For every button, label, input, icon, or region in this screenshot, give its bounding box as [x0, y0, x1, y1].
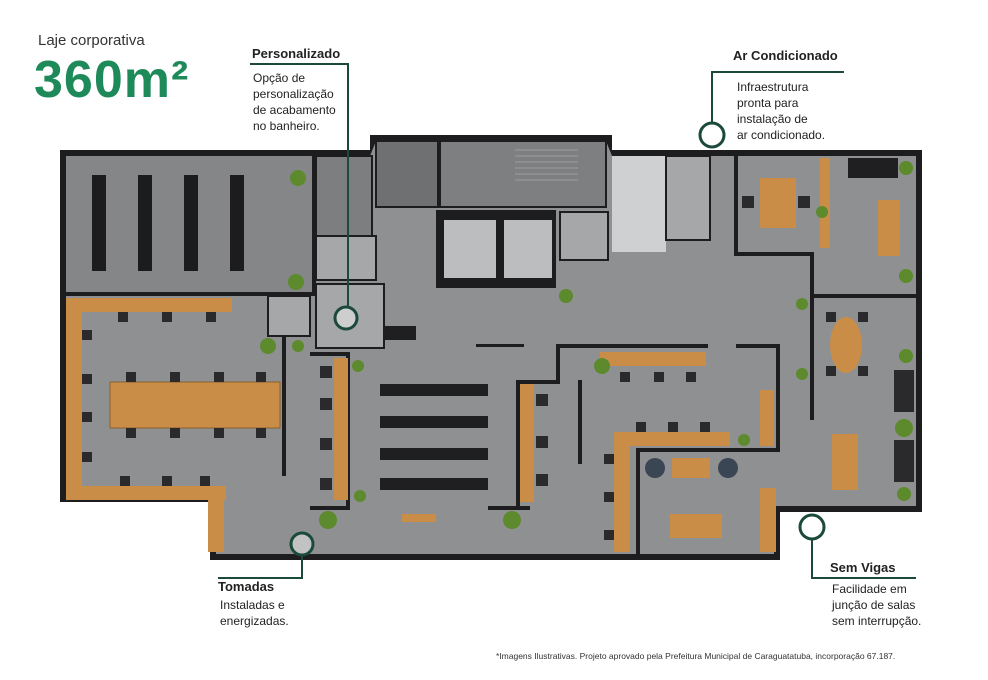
ar-condicionado-title: Ar Condicionado [733, 48, 838, 63]
ar-condicionado-marker [698, 121, 726, 149]
chair-rows [380, 326, 488, 522]
tomadas-marker [289, 531, 315, 557]
building-core [267, 140, 711, 349]
right-offices [600, 158, 914, 552]
personalizado-marker [333, 305, 359, 331]
plants [260, 161, 913, 529]
personalizado-title: Personalizado [252, 46, 341, 61]
legal-footnote: *Imagens Ilustrativas. Projeto aprovado … [496, 651, 896, 661]
booths [320, 358, 548, 502]
tomadas-title: Tomadas [218, 579, 275, 594]
personalizado-text: Opção de personalização de acabamento no… [253, 71, 336, 133]
ar-condicionado-text: Infraestrutura pronta para instalação de… [737, 80, 826, 142]
floor-area: 360m² [34, 51, 190, 109]
sem-vigas-title: Sem Vigas [830, 560, 896, 575]
sem-vigas-text: Facilidade em junção de salas sem interr… [832, 582, 922, 628]
archive-room [66, 156, 316, 296]
callout-markers [289, 121, 826, 557]
workstations-left [66, 298, 281, 552]
tomadas-text: Instaladas e energizadas. [220, 598, 289, 628]
sem-vigas-marker [798, 513, 826, 541]
callout-leaders [218, 63, 916, 579]
floor-subtitle: Laje corporativa [38, 32, 145, 49]
